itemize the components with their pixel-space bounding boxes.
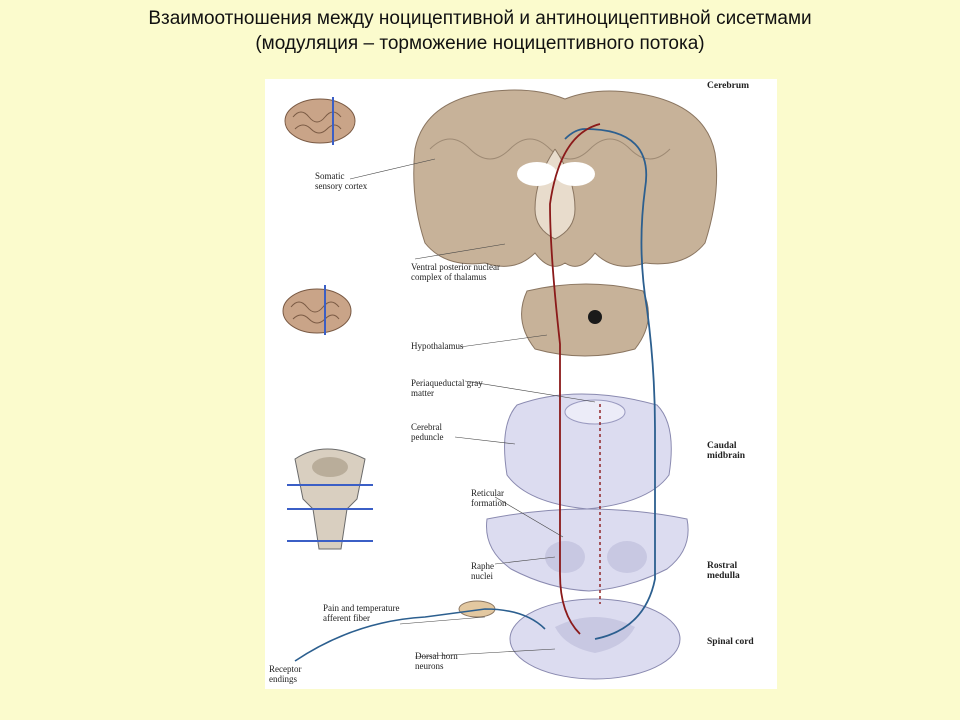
slide-subtitle: (модуляция – торможение ноцицептивного п… xyxy=(255,33,705,54)
rostral-medulla-section xyxy=(486,508,689,592)
slide-title: Взаимоотношения между ноцицептивной и ан… xyxy=(148,8,812,29)
label-somatic-sensory-cortex: Somatic sensory cortex xyxy=(315,171,368,191)
label-caudal-midbrain: Caudal midbrain xyxy=(707,441,746,461)
label-reticular-formation: Reticular formation xyxy=(471,488,507,508)
caudal-midbrain-section xyxy=(504,393,672,510)
label-ventral-posterior-thalamus: Ventral posterior nuclear complex of tha… xyxy=(411,262,500,282)
ascending-pathway xyxy=(564,128,656,640)
thumbnail-brain-top xyxy=(284,97,356,145)
label-cerebrum: Cerebrum xyxy=(707,81,750,91)
thumbnail-brainstem xyxy=(287,448,373,550)
label-dorsal-horn: Dorsal horn neurons xyxy=(415,651,458,671)
label-afferent-fiber: Pain and temperature afferent fiber xyxy=(323,603,400,623)
label-cerebral-peduncle: Cerebral peduncle xyxy=(411,422,444,442)
afferent-fiber xyxy=(294,608,546,662)
leader-lines xyxy=(349,158,596,658)
label-receptor-endings: Receptor endings xyxy=(269,664,302,684)
descending-pathway xyxy=(549,123,601,635)
pain-pathway-diagram xyxy=(282,89,718,680)
label-hypothalamus: Hypothalamus xyxy=(411,341,464,351)
label-periaqueductal-gray: Periaqueductal gray matter xyxy=(411,378,483,398)
pain-pathway-figure: Cerebrum Somatic sensory cortex Ventral … xyxy=(265,79,777,689)
label-rostral-medulla: Rostral medulla xyxy=(707,561,740,581)
label-spinal-cord: Spinal cord xyxy=(707,637,754,647)
label-raphe-nuclei: Raphe nuclei xyxy=(471,561,494,581)
thumbnail-brain-middle xyxy=(282,285,352,335)
cerebrum-section xyxy=(413,89,718,267)
hypothalamus-section xyxy=(521,283,649,357)
